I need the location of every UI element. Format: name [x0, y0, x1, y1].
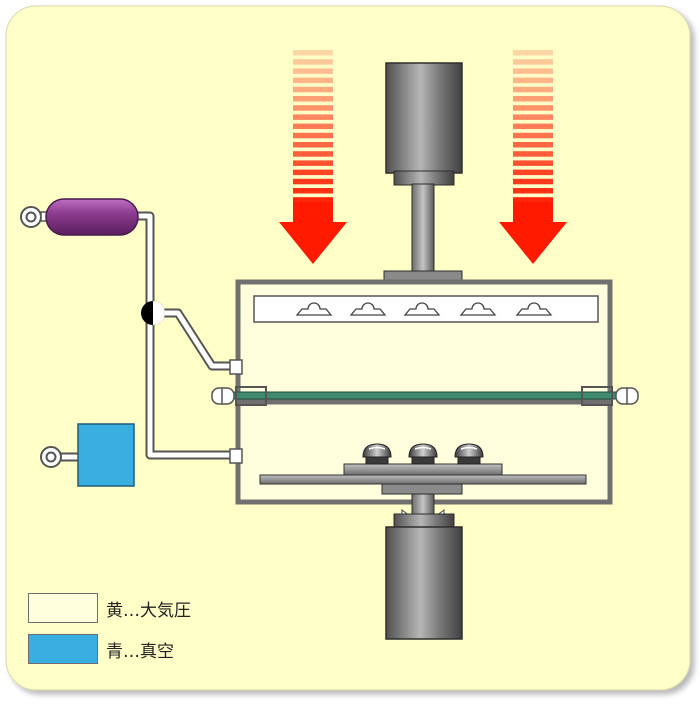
top-press-cylinder-icon: [383, 62, 463, 282]
heat-stripe: [513, 123, 553, 130]
heat-arrow-head: [279, 202, 347, 264]
heat-stripe: [293, 59, 333, 65]
heat-stripe: [513, 151, 553, 157]
heat-stripe: [293, 77, 333, 84]
heat-stripe: [513, 59, 553, 65]
heat-stripe: [513, 169, 553, 176]
three-way-valve-icon: [141, 301, 165, 325]
work-piece-highlight: [368, 446, 386, 450]
heater-element: [349, 302, 387, 316]
legend-label-vacuum: 青…真空: [106, 641, 174, 662]
heat-stripe: [293, 188, 333, 194]
heat-arrow-head: [499, 202, 567, 264]
heat-stripe: [513, 188, 553, 194]
legend-item-atmosphere: 黄…大気圧: [28, 593, 191, 623]
heat-stripe: [513, 77, 553, 84]
heat-stripe: [513, 86, 553, 93]
heater-element: [459, 302, 497, 316]
heat-stripe: [293, 123, 333, 130]
heat-stripe: [513, 178, 553, 185]
work-piece-highlight: [414, 446, 432, 450]
heat-stripe: [513, 96, 553, 102]
bladder-icon: [20, 198, 139, 236]
heat-stripe: [293, 86, 333, 93]
heat-stripe: [293, 105, 333, 111]
vacuum-pump-icon: [40, 423, 135, 487]
heat-stripe: [293, 114, 333, 120]
heat-stripe: [513, 160, 553, 166]
work-piece: [408, 443, 438, 458]
heat-stripe: [513, 142, 553, 148]
heat-arrow-right-icon: [499, 50, 567, 264]
heat-stripe: [293, 197, 333, 203]
heat-stripe: [513, 105, 553, 111]
conveyor-belt: [211, 386, 639, 406]
work-piece: [362, 443, 392, 458]
heater-element: [295, 302, 333, 316]
heat-stripe: [293, 160, 333, 166]
heat-stripe: [293, 50, 333, 56]
work-stage: [259, 443, 587, 485]
heat-stripe: [513, 114, 553, 120]
heat-stripe: [293, 178, 333, 185]
heat-stripe: [513, 50, 553, 56]
bottom-press-cylinder-icon: [381, 483, 463, 640]
heat-stripe: [293, 142, 333, 148]
upper-chamber: [229, 279, 613, 397]
heat-stripe: [293, 68, 333, 74]
heat-stripe: [513, 68, 553, 74]
heat-stripe: [293, 151, 333, 157]
heater-element: [515, 302, 553, 316]
heat-arrow-left-icon: [279, 50, 347, 264]
heat-stripe: [293, 96, 333, 102]
work-piece-highlight: [460, 446, 478, 450]
heat-stripe: [293, 169, 333, 176]
heat-stripe: [293, 132, 333, 139]
heat-stripe: [513, 197, 553, 203]
heater-element: [403, 302, 441, 316]
legend-item-vacuum: 青…真空: [28, 634, 174, 664]
heat-stripe: [513, 132, 553, 139]
legend-swatch-vacuum: [28, 634, 98, 664]
legend-swatch-atmosphere: [28, 593, 98, 623]
legend-label-atmosphere: 黄…大気圧: [106, 600, 191, 621]
work-piece: [454, 443, 484, 458]
